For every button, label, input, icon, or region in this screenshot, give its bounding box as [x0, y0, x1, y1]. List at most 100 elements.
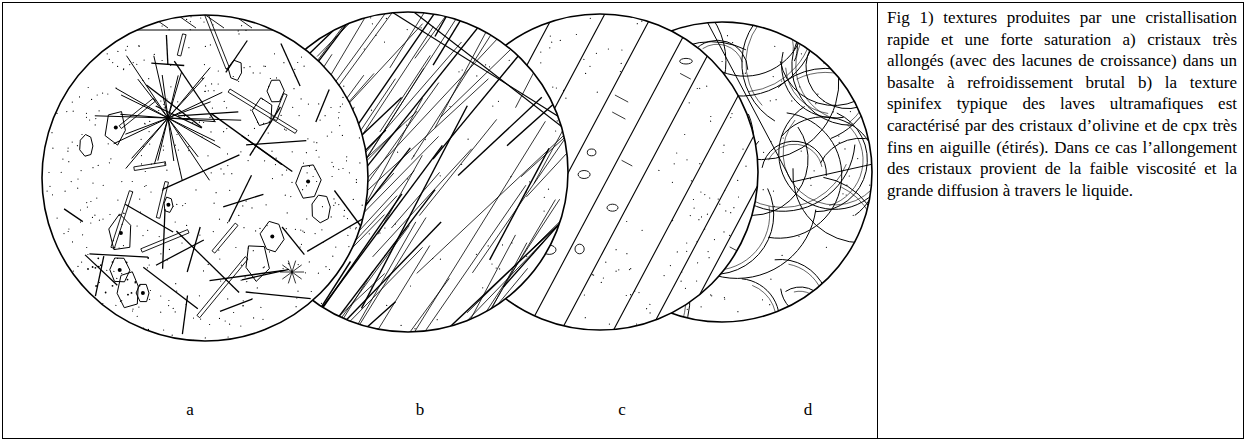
stipple-dot [565, 98, 566, 99]
stipple-dot [248, 135, 249, 136]
stipple-dot [47, 191, 48, 192]
stipple-dot [252, 298, 253, 299]
stipple-dot [791, 100, 792, 101]
stipple-dot [130, 115, 131, 116]
stipple-dot [68, 161, 69, 162]
stipple-dot [123, 68, 124, 69]
stipple-dot [356, 182, 357, 183]
stipple-dot [449, 106, 450, 107]
stipple-dot [144, 123, 145, 124]
stipple-dot [173, 206, 174, 207]
stipple-dot [276, 158, 277, 159]
stipple-dot [306, 218, 307, 219]
stipple-dot [379, 187, 380, 188]
stipple-dot [810, 185, 811, 186]
stipple-dot [346, 160, 347, 161]
stipple-dot [243, 227, 244, 228]
stipple-dot [123, 213, 124, 214]
stipple-dot [815, 103, 816, 104]
panel-letter: d [804, 400, 813, 420]
stipple-dot [641, 21, 642, 22]
stipple-dot [301, 57, 302, 58]
stipple-dot [714, 239, 715, 240]
hollow-crystal [200, 2, 230, 69]
stipple-dot [132, 192, 133, 193]
texture-stroke [229, 175, 252, 222]
stipple-dot [168, 300, 169, 301]
stipple-dot [498, 101, 499, 102]
stipple-dot [730, 212, 731, 213]
stipple-dot [223, 173, 224, 174]
inclusion [753, 218, 763, 227]
stipple-dot [271, 151, 272, 152]
stipple-dot [773, 76, 774, 77]
stipple-dot [154, 54, 155, 55]
stipple-dot [544, 211, 545, 212]
stipple-dot [278, 106, 279, 107]
texture-stroke [368, 0, 583, 132]
stipple-dot [146, 185, 147, 186]
stipple-dot [95, 118, 96, 119]
phenocryst [260, 221, 284, 251]
texture-stroke [166, 35, 168, 65]
inclusion [711, 363, 720, 371]
stipple-dot [801, 151, 802, 152]
stipple-dot [526, 256, 527, 257]
texture-stroke [779, 107, 885, 210]
stipple-dot [273, 116, 274, 117]
stipple-dot [344, 210, 345, 211]
stipple-dot [176, 134, 177, 135]
stipple-dot [296, 297, 297, 298]
stipple-dot [869, 185, 870, 186]
stipple-dot [253, 250, 254, 251]
stipple-dot [203, 122, 204, 123]
stipple-dot [252, 151, 253, 152]
stipple-dot [140, 212, 141, 213]
texture-stroke [187, 227, 200, 272]
stipple-dot [706, 86, 707, 87]
stipple-dot [468, 139, 469, 140]
stipple-dot [485, 64, 486, 65]
figure-caption: Fig 1) textures produites par une crista… [887, 7, 1237, 201]
texture-stroke [792, 162, 882, 182]
stipple-dot [208, 264, 209, 265]
stipple-dot [763, 152, 764, 153]
stipple-dot [181, 242, 182, 243]
stipple-dot [348, 246, 349, 247]
stipple-dot [496, 268, 497, 269]
stipple-dot [295, 229, 296, 230]
stipple-dot [86, 117, 87, 118]
stipple-dot [269, 121, 270, 122]
stipple-dot [642, 230, 643, 231]
stipple-dot [693, 199, 694, 200]
stipple-dot [797, 189, 798, 190]
stipple-dot [551, 42, 552, 43]
stipple-dot [548, 189, 549, 190]
stipple-dot [670, 265, 671, 266]
stipple-dot [212, 108, 213, 109]
stipple-dot [209, 324, 210, 325]
texture-stroke [747, 10, 838, 160]
hollow-crystal [134, 162, 166, 171]
hollow-crystal [273, 94, 287, 121]
stipple-dot [132, 309, 133, 310]
stipple-dot [622, 379, 623, 380]
stipple-dot [141, 139, 142, 140]
stipple-dot [144, 60, 145, 61]
stipple-dot [768, 87, 769, 88]
hollow-crystal [177, 34, 186, 56]
stipple-dot [725, 210, 726, 211]
stipple-dot [339, 125, 340, 126]
stipple-dot [686, 251, 687, 252]
stipple-dot [141, 155, 142, 156]
texture-stroke [292, 272, 304, 273]
stipple-dot [264, 266, 265, 267]
stipple-dot [203, 270, 204, 271]
stipple-dot [286, 130, 287, 131]
stipple-dot [356, 227, 357, 228]
stipple-dot [762, 299, 763, 300]
texture-stroke [163, 209, 165, 269]
stipple-dot [107, 53, 108, 54]
stipple-dot [124, 213, 125, 214]
stipple-dot [626, 295, 627, 296]
